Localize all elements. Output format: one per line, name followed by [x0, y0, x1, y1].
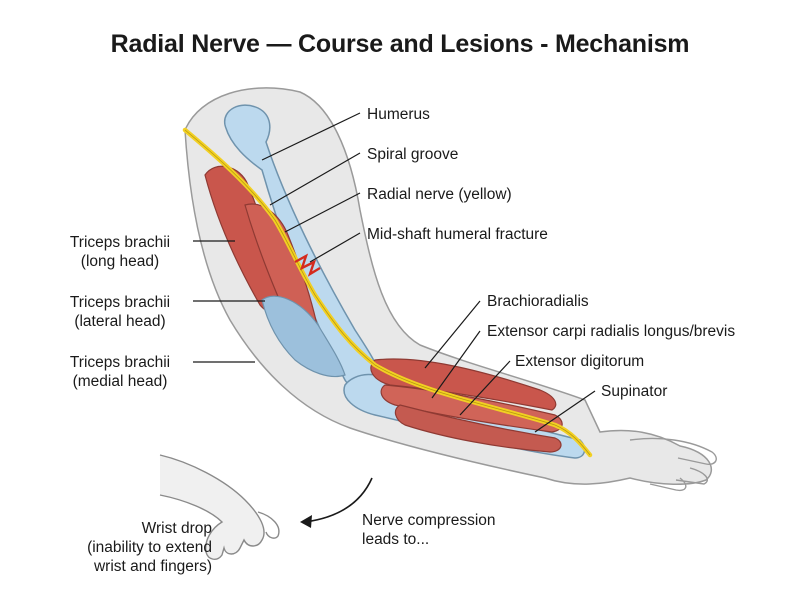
- label-wrist-drop-line1: Wrist drop: [141, 520, 212, 537]
- label-triceps-medial-line1: Triceps brachii: [69, 354, 171, 371]
- label-wrist-drop-line3: wrist and fingers): [93, 558, 212, 575]
- label-triceps-lateral-line1: Triceps brachii: [69, 294, 171, 311]
- leader-humerus: [261, 112, 361, 161]
- label-triceps-lateral: Triceps brachii (lateral head): [50, 293, 190, 331]
- label-extensor-digitorum: Extensor digitorum: [515, 353, 645, 370]
- wrist-drop-hand: [159, 454, 265, 560]
- label-fracture: Mid-shaft humeral fracture: [367, 226, 548, 243]
- label-wrist-drop-line2: (inability to extend: [87, 539, 212, 556]
- label-triceps-lateral-line2: (lateral head): [74, 313, 166, 330]
- compression-arrow: [304, 477, 373, 523]
- leader-ecrl: [431, 330, 481, 399]
- leader-brachioradialis: [424, 300, 481, 369]
- label-nerve-compression-line2: leads to...: [362, 531, 430, 548]
- label-triceps-long-line1: Triceps brachii: [69, 234, 171, 251]
- radial-nerve-edge: [184, 129, 591, 456]
- label-spiral-groove: Spiral groove: [367, 146, 459, 163]
- brachioradialis-muscle: [370, 358, 557, 411]
- leader-radial-nerve: [284, 192, 361, 233]
- label-wrist-drop: Wrist drop (inability to extend wrist an…: [40, 519, 212, 576]
- label-brachioradialis: Brachioradialis: [487, 293, 589, 310]
- page-title: Radial Nerve — Course and Lesions - Mech…: [110, 30, 690, 58]
- hand-fingers: [629, 437, 717, 492]
- label-triceps-long: Triceps brachii (long head): [50, 233, 190, 271]
- label-humerus: Humerus: [367, 106, 430, 123]
- fracture-mark: [294, 253, 321, 277]
- arm-skin-outline: [184, 87, 713, 486]
- leader-fracture: [309, 232, 361, 263]
- extensor-digitorum-muscle: [394, 404, 562, 453]
- label-nerve-compression: Nerve compression leads to...: [362, 511, 496, 549]
- compression-arrowhead: [300, 515, 312, 528]
- label-nerve-compression-line1: Nerve compression: [362, 512, 496, 529]
- label-radial-nerve: Radial nerve (yellow): [367, 186, 512, 203]
- label-triceps-long-line2: (long head): [80, 253, 160, 270]
- wrist-drop-thumb: [257, 511, 280, 539]
- label-triceps-medial: Triceps brachii (medial head): [50, 353, 190, 391]
- triceps-medial-head-muscle: [261, 295, 346, 378]
- leader-extensor-digitorum: [459, 360, 511, 416]
- leader-spiral-groove: [269, 152, 361, 206]
- label-triceps-medial-line2: (medial head): [72, 373, 168, 390]
- leader-supinator: [534, 390, 596, 433]
- label-supinator: Supinator: [601, 383, 668, 400]
- label-ecrl: Extensor carpi radialis longus/brevis: [487, 323, 736, 340]
